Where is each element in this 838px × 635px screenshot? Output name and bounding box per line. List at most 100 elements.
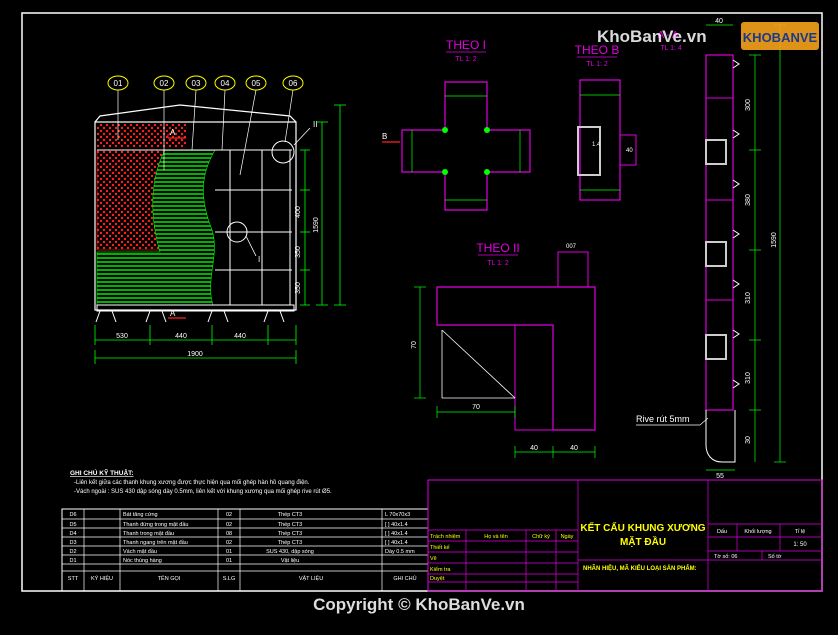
svg-text:D3: D3 — [69, 540, 76, 546]
elevation-body — [94, 121, 297, 311]
theob-channel-left — [577, 126, 601, 176]
bom-row-4: D3 Thanh ngang trên mặt đầu 02 Thép CT3 … — [69, 540, 407, 546]
section-a-bottom-dim-2: 30 — [745, 436, 752, 444]
callout-05: 05 — [239, 75, 267, 176]
dim-right-1: 400 — [295, 206, 302, 218]
detail-ref-1-label: I — [258, 255, 260, 264]
detail-theo-b: THEO B TL 1: 2 1.4 40 — [575, 43, 637, 201]
svg-text:S.LG: S.LG — [223, 576, 236, 582]
role-header-0: Trách nhiệm — [430, 534, 461, 540]
theob-scale: TL 1: 2 — [586, 61, 608, 68]
theo2-dims — [414, 286, 596, 458]
callouts: 01 02 03 04 05 — [107, 75, 304, 176]
svg-text:01: 01 — [226, 549, 232, 555]
svg-text:01: 01 — [114, 79, 123, 88]
svg-text:D2: D2 — [69, 549, 76, 555]
svg-text:08: 08 — [226, 531, 232, 537]
section-a-dim-1: 300 — [745, 99, 752, 111]
bom-row-2: D5 Thanh đứng trong mặt đầu 02 Thép CT3 … — [69, 522, 407, 528]
dim-right-2: 350 — [295, 246, 302, 258]
svg-text:Thép CT3: Thép CT3 — [278, 540, 302, 546]
svg-text:[ ] 40x1.4: [ ] 40x1.4 — [385, 540, 408, 546]
theob-channel-right — [619, 134, 637, 166]
section-a-foot — [705, 410, 736, 463]
watermark-logo: KhoBanVe.vn KHOBANVE — [597, 22, 819, 50]
bom-table: D6 Bát tăng cứng 02 Thép CT3 L 70x70x3 D… — [61, 508, 429, 592]
section-a-scale: TL 1: 4 — [660, 45, 682, 52]
watermark-site-top: KhoBanVe.vn — [597, 27, 707, 46]
section-a-dim-4: 310 — [745, 372, 752, 384]
svg-text:02: 02 — [226, 540, 232, 546]
callout-06: 06 — [282, 75, 304, 143]
theo1-welds — [442, 127, 490, 175]
role-header-date: Ngày — [561, 534, 574, 540]
svg-text:Thanh ngang trên mặt đầu: Thanh ngang trên mặt đầu — [123, 540, 188, 546]
svg-text:L 70x70x3: L 70x70x3 — [385, 512, 410, 518]
theob-label-left: 1.4 — [592, 142, 601, 148]
section-a-bottom-dim-1: 55 — [716, 473, 724, 480]
detail-circle-2 — [271, 140, 295, 164]
role-check: Kiểm tra — [430, 566, 451, 573]
elevation-legs — [95, 310, 285, 323]
section-a: A - A TL 1: 4 — [636, 18, 786, 480]
svg-text:Thanh trong mặt đầu: Thanh trong mặt đầu — [123, 531, 174, 537]
svg-text:01: 01 — [226, 558, 232, 564]
theo2-post — [514, 324, 554, 431]
title-line-2: MẶT ĐẦU — [620, 535, 666, 548]
svg-text:03: 03 — [192, 79, 201, 88]
dim-right-3: 350 — [295, 282, 302, 294]
theo1-marker-b: B — [382, 132, 387, 141]
sheet-count: Số tờ — [768, 554, 782, 560]
callout-03: 03 — [185, 75, 207, 151]
watermark-logo-text: KHOBANVE — [743, 30, 818, 45]
role-draw: Vẽ — [430, 556, 437, 562]
svg-text:Vật liệu: Vật liệu — [281, 558, 299, 564]
svg-text:02: 02 — [226, 522, 232, 528]
svg-text:06: 06 — [289, 79, 298, 88]
svg-text:Thép CT3: Thép CT3 — [278, 522, 302, 528]
prop-mark: Dấu — [717, 529, 727, 535]
section-a-top-dim: 40 — [715, 18, 723, 25]
callout-01: 01 — [107, 75, 129, 140]
section-a-dims — [706, 24, 786, 471]
theob-dims — [580, 94, 620, 191]
prop-scale: Tỉ lệ — [795, 528, 805, 535]
svg-text:Thép CT3: Thép CT3 — [278, 531, 302, 537]
panel-red-top — [97, 124, 187, 148]
section-a-column — [705, 54, 734, 411]
notes-line-1: -Liên kết giữa các thanh khung xương đượ… — [74, 480, 310, 486]
theo2-dim-bottom-2: 40 — [570, 445, 578, 452]
section-marker-bottom: A — [170, 309, 176, 318]
prop-mass: Khối lượng — [744, 529, 771, 535]
svg-text:KÝ HIỆU: KÝ HIỆU — [91, 574, 113, 582]
role-header-sign: Chữ ký — [532, 534, 550, 540]
section-a-stiffeners — [706, 97, 733, 301]
theob-title: THEO B — [575, 43, 620, 57]
dim-bottom-3: 440 — [234, 333, 246, 340]
frame-members — [97, 149, 292, 305]
theo1-scale: TL 1: 2 — [455, 56, 477, 63]
theo2-title: THEO II — [476, 241, 519, 255]
bom-row-3: D4 Thanh trong mặt đầu 08 Thép CT3 [ ] 4… — [69, 531, 407, 537]
technical-notes: GHI CHÚ KỸ THUẬT: -Liên kết giữa các tha… — [70, 468, 332, 495]
theo2-dim-left: 70 — [411, 341, 418, 349]
notes-heading: GHI CHÚ KỸ THUẬT: — [70, 468, 134, 477]
title-subtitle: NHÃN HIỆU, MÃ KIỂU LOẠI SẢN PHẨM: — [583, 564, 697, 572]
scale-value: 1: 50 — [793, 542, 807, 548]
theo1-title: THEO I — [446, 38, 486, 52]
detail-circle-1 — [226, 221, 248, 243]
svg-text:SUS 430, dập sóng: SUS 430, dập sóng — [266, 549, 314, 555]
elevation-roof — [94, 104, 297, 123]
theo1-cross — [401, 81, 531, 211]
theo2-top-channel — [557, 251, 589, 288]
title-block-grid — [428, 480, 822, 591]
svg-text:Thép CT3: Thép CT3 — [278, 512, 302, 518]
svg-text:Vách mặt đầu: Vách mặt đầu — [123, 549, 157, 555]
panel-green-hatch — [96, 149, 216, 306]
svg-text:Bát tăng cứng: Bát tăng cứng — [123, 512, 158, 518]
bom-header: STT KÝ HIỆU TÊN GỌI S.LG VẬT LIỆU GHI CH… — [68, 574, 417, 582]
bom-grid — [62, 509, 428, 591]
svg-text:[ ] 40x1.4: [ ] 40x1.4 — [385, 531, 408, 537]
bottom-dimensions — [94, 325, 297, 364]
